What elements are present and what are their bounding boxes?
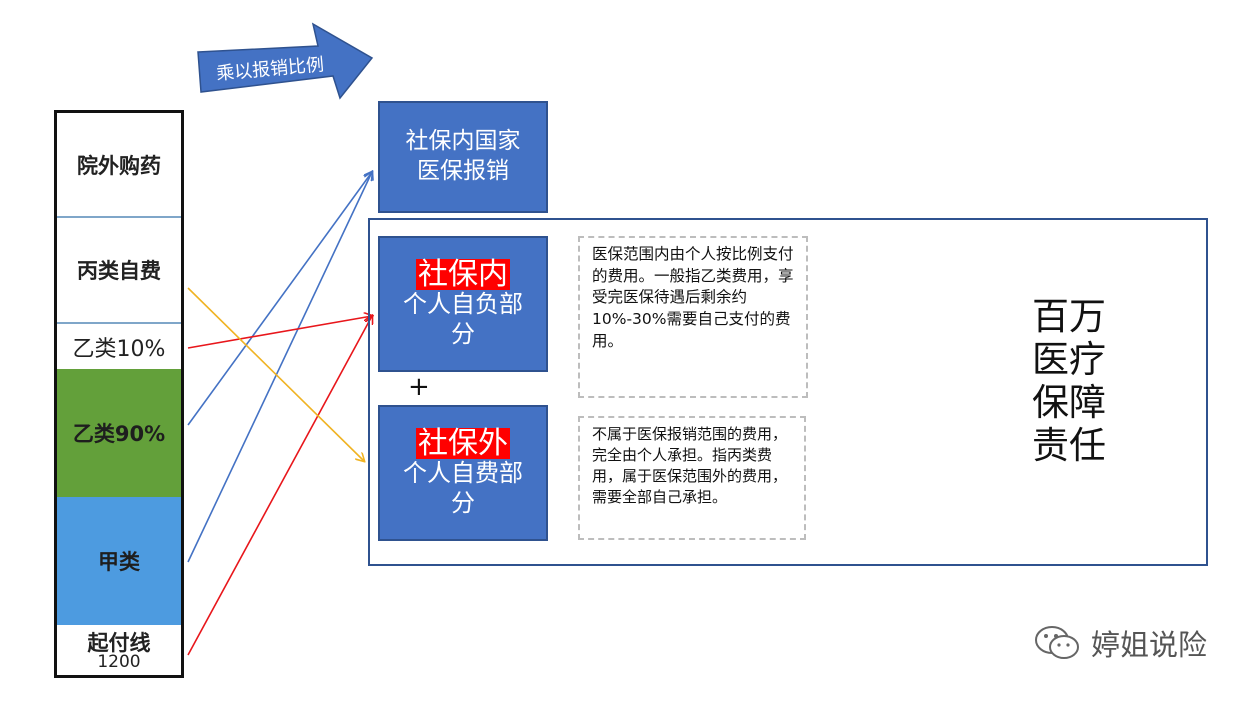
segment-category-b-90: 乙类90% (57, 369, 181, 497)
watermark-text: 婷姐说险 (1091, 628, 1208, 662)
watermark: 婷姐说险 (1033, 622, 1207, 664)
plus-sign: + (408, 372, 430, 402)
inside-text: 个人自负部分 (403, 290, 523, 348)
arrow-category-a-to-state (187, 172, 372, 563)
outside-text: 个人自费部分 (403, 459, 523, 517)
outside-description: 不属于医保报销范围的费用，完全由个人承担。指丙类费用，属于医保范围外的费用，需要… (578, 416, 806, 540)
deductible-label: 起付线 (87, 630, 151, 655)
state-reimbursement-text: 社保内国家医保报销 (405, 128, 521, 184)
outside-coverage-box: 社保外 个人自费部分 (378, 405, 548, 541)
deductible-amount: 1200 (97, 651, 141, 672)
ratio-arrow-shape (197, 22, 374, 100)
segment-category-b-10: 乙类10% (72, 336, 166, 362)
inside-description: 医保范围内由个人按比例支付的费用。一般指乙类费用，享受完医保待遇后剩余约10%-… (578, 236, 808, 398)
inside-highlight: 社保内 (416, 256, 510, 292)
million-medical-frame (368, 218, 1208, 566)
arrow-category-b10-to-inside (187, 316, 372, 349)
segment-deductible: 起付线 1200 (57, 625, 181, 678)
segment-category-c: 丙类自费 (57, 218, 181, 324)
arrow-category-c-to-outside (187, 287, 364, 461)
outside-highlight: 社保外 (416, 425, 510, 461)
inside-coverage-box: 社保内 个人自负部分 (378, 236, 548, 372)
wechat-icon (1035, 626, 1079, 659)
arrow-deductible-to-inside (187, 316, 372, 656)
million-coverage-label: 百万医疗保障责任 (1032, 295, 1106, 467)
segment-outpatient-drugs: 院外购药 (57, 113, 181, 218)
arrow-category-b90-to-state (187, 172, 372, 426)
state-reimbursement-box: 社保内国家医保报销 (378, 101, 548, 213)
segment-category-a: 甲类 (57, 497, 181, 625)
expense-column: 院外购药 丙类自费 乙类10% 乙类90% 甲类 起付线 1200 (54, 110, 184, 678)
